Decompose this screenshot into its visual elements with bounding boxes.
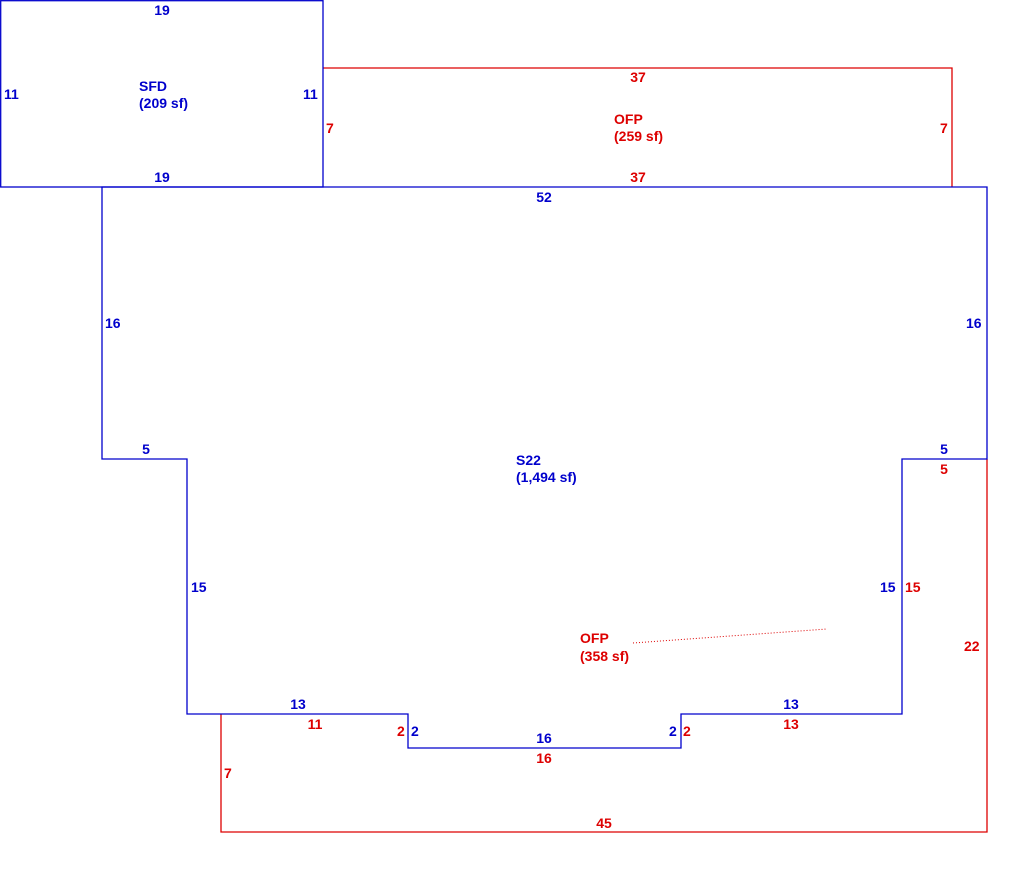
dim-ofp-b-notch-right: 2 bbox=[683, 723, 691, 739]
ofp-top-code: OFP bbox=[614, 111, 643, 127]
dim-ofp-b-notch-left: 2 bbox=[397, 723, 405, 739]
dim-s22-notch-right: 2 bbox=[669, 723, 677, 739]
dim-s22-bottom-right: 13 bbox=[783, 696, 799, 712]
dim-sfd-top: 19 bbox=[154, 2, 170, 18]
sfd-code: SFD bbox=[139, 78, 167, 94]
dim-ofp-top-left: 7 bbox=[326, 120, 334, 136]
dim-ofp-top-top: 37 bbox=[630, 69, 646, 85]
s22-code: S22 bbox=[516, 452, 541, 468]
ofp-top-area: (259 sf) bbox=[614, 128, 663, 144]
dim-s22-notch-left: 2 bbox=[411, 723, 419, 739]
dim-s22-notch-bottom: 16 bbox=[536, 730, 552, 746]
ofp-top-outline bbox=[323, 67, 953, 187]
dim-ofp-b-right: 22 bbox=[964, 638, 980, 654]
dim-ofp-b-left: 7 bbox=[224, 765, 232, 781]
s22-outline bbox=[101, 186, 988, 749]
dim-sfd-bottom: 19 bbox=[154, 169, 170, 185]
sfd-area: (209 sf) bbox=[139, 95, 188, 111]
dim-s22-left-lower: 15 bbox=[191, 579, 207, 595]
dim-s22-right-lower: 15 bbox=[880, 579, 896, 595]
dim-ofp-b-right-top: 13 bbox=[783, 716, 799, 732]
dim-sfd-right: 11 bbox=[303, 86, 318, 102]
ofp-bottom-code: OFP bbox=[580, 630, 609, 646]
dim-ofp-b-right-step: 5 bbox=[940, 461, 948, 477]
ofp-bottom-outline bbox=[220, 459, 988, 833]
ofp-bottom-area: (358 sf) bbox=[580, 648, 629, 664]
dim-s22-top: 52 bbox=[536, 189, 552, 205]
dim-ofp-top-right: 7 bbox=[940, 120, 948, 136]
dim-s22-right: 16 bbox=[966, 315, 982, 331]
dim-ofp-top-bottom: 37 bbox=[630, 169, 646, 185]
dim-s22-right-step: 5 bbox=[940, 441, 948, 457]
dim-ofp-b-inner-right: 15 bbox=[905, 579, 921, 595]
dim-s22-bottom-left: 13 bbox=[290, 696, 306, 712]
dim-s22-left-step: 5 bbox=[142, 441, 150, 457]
dim-ofp-b-left-top: 11 bbox=[308, 716, 323, 732]
s22-area: (1,494 sf) bbox=[516, 469, 577, 485]
dim-s22-left: 16 bbox=[105, 315, 121, 331]
dim-sfd-left: 11 bbox=[4, 86, 19, 102]
dim-ofp-b-notch-bottom: 16 bbox=[536, 750, 552, 766]
dim-ofp-b-bottom: 45 bbox=[596, 815, 612, 831]
ofp-leader-line bbox=[632, 628, 828, 644]
